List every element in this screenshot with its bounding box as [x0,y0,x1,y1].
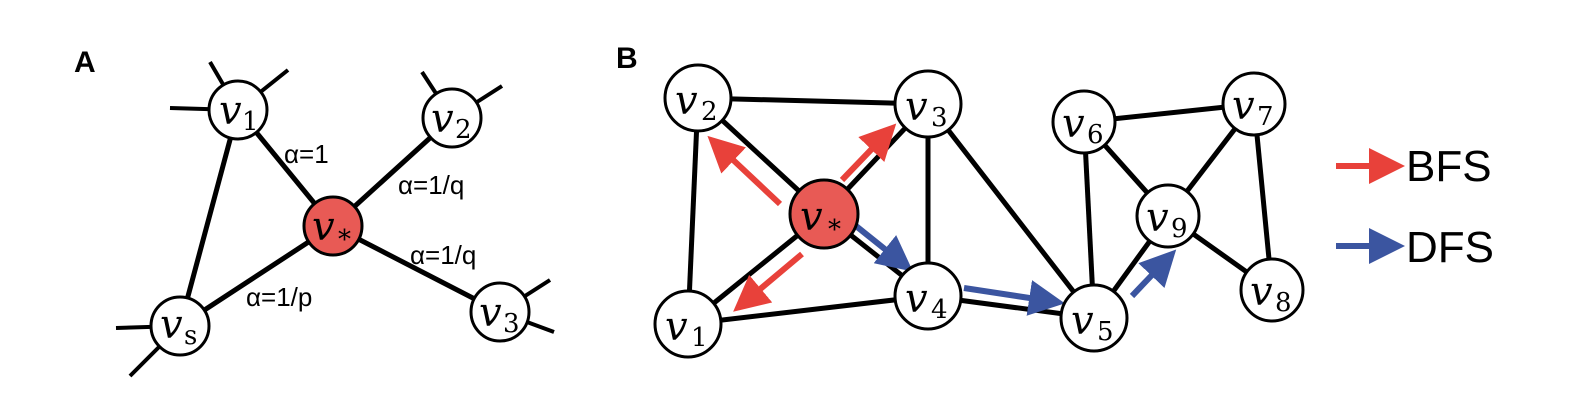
legend-bfs-label: BFS [1406,142,1492,191]
svg-text:3: 3 [931,103,948,133]
svg-text:s: s [184,321,197,351]
svg-text:9: 9 [1171,214,1188,244]
svg-text:v: v [1062,101,1085,147]
svg-text:v: v [1146,195,1169,241]
svg-text:v: v [675,78,698,124]
svg-text:v: v [479,290,502,336]
svg-text:*: * [828,215,841,245]
node-b-v9: v 9 [1135,183,1201,249]
node-b-v7: v 7 [1221,71,1287,137]
legend-item-bfs: BFS [1336,142,1492,191]
node-a-vstar: v * [302,195,364,257]
panel-b: B v 2 v [616,42,1494,359]
svg-text:1: 1 [691,323,708,353]
svg-text:v: v [160,302,183,348]
legend-item-dfs: DFS [1336,223,1494,272]
dfs-arrow-to-v4 [854,223,914,272]
panel-a: A α=1 α=1/q α=1/q α=1/p v 1 [74,46,555,378]
edge-v2-v1 [685,97,701,325]
node-a-v1: v 1 [207,79,269,141]
edge-label-alpha-v3: α=1/q [410,240,476,270]
svg-text:v: v [312,204,335,250]
svg-text:2: 2 [455,115,472,145]
node-b-v3: v 3 [893,69,963,139]
edge-label-alpha-vs: α=1/p [246,282,312,312]
svg-text:v: v [905,276,928,322]
node-b-v1: v 1 [653,289,723,359]
svg-text:v: v [905,84,928,130]
bfs-arrow-to-v2 [707,135,783,207]
svg-text:1: 1 [242,107,259,137]
svg-text:7: 7 [1257,102,1274,132]
node-b-v6: v 6 [1051,89,1117,155]
node-b-vstar: v * [788,178,860,250]
svg-text:v: v [431,96,454,142]
node-b-v4: v 4 [893,261,963,331]
dfs-arrow-to-v9 [1129,249,1177,299]
svg-text:v: v [665,304,688,350]
node-a-v3: v 3 [469,281,531,343]
edge-label-alpha-v2: α=1/q [398,170,464,200]
panel-a-label: A [74,46,96,79]
svg-text:6: 6 [1087,120,1104,150]
panel-b-label: B [616,42,638,75]
edge-v2-v3 [697,95,929,107]
svg-text:v: v [800,194,823,240]
dfs-arrow-to-v5 [963,280,1065,316]
svg-text:3: 3 [503,309,520,339]
svg-text:2: 2 [701,97,718,127]
svg-text:v: v [1250,269,1273,315]
svg-text:v: v [1071,298,1094,344]
node-b-v8: v 8 [1239,257,1305,323]
svg-text:8: 8 [1275,288,1292,318]
edge-v1-vs [177,109,241,327]
svg-text:5: 5 [1097,317,1114,347]
svg-text:*: * [338,225,351,255]
edge-v3-v5 [926,102,1096,320]
node-b-v2: v 2 [663,63,733,133]
node-a-v2: v 2 [421,87,483,149]
legend-dfs-label: DFS [1406,223,1494,272]
svg-text:v: v [219,88,242,134]
bfs-arrow-to-v1 [733,251,804,312]
node-b-v5: v 5 [1059,283,1129,353]
edge-v1-v4 [687,293,929,327]
edge-label-alpha-v1: α=1 [284,139,329,169]
legend: BFS DFS [1336,142,1494,272]
bfs-arrow-to-v3 [839,123,897,183]
svg-text:v: v [1232,83,1255,129]
svg-text:4: 4 [931,295,948,325]
edge-v3-vstar [331,223,502,315]
node-a-vs: v s [149,295,211,357]
